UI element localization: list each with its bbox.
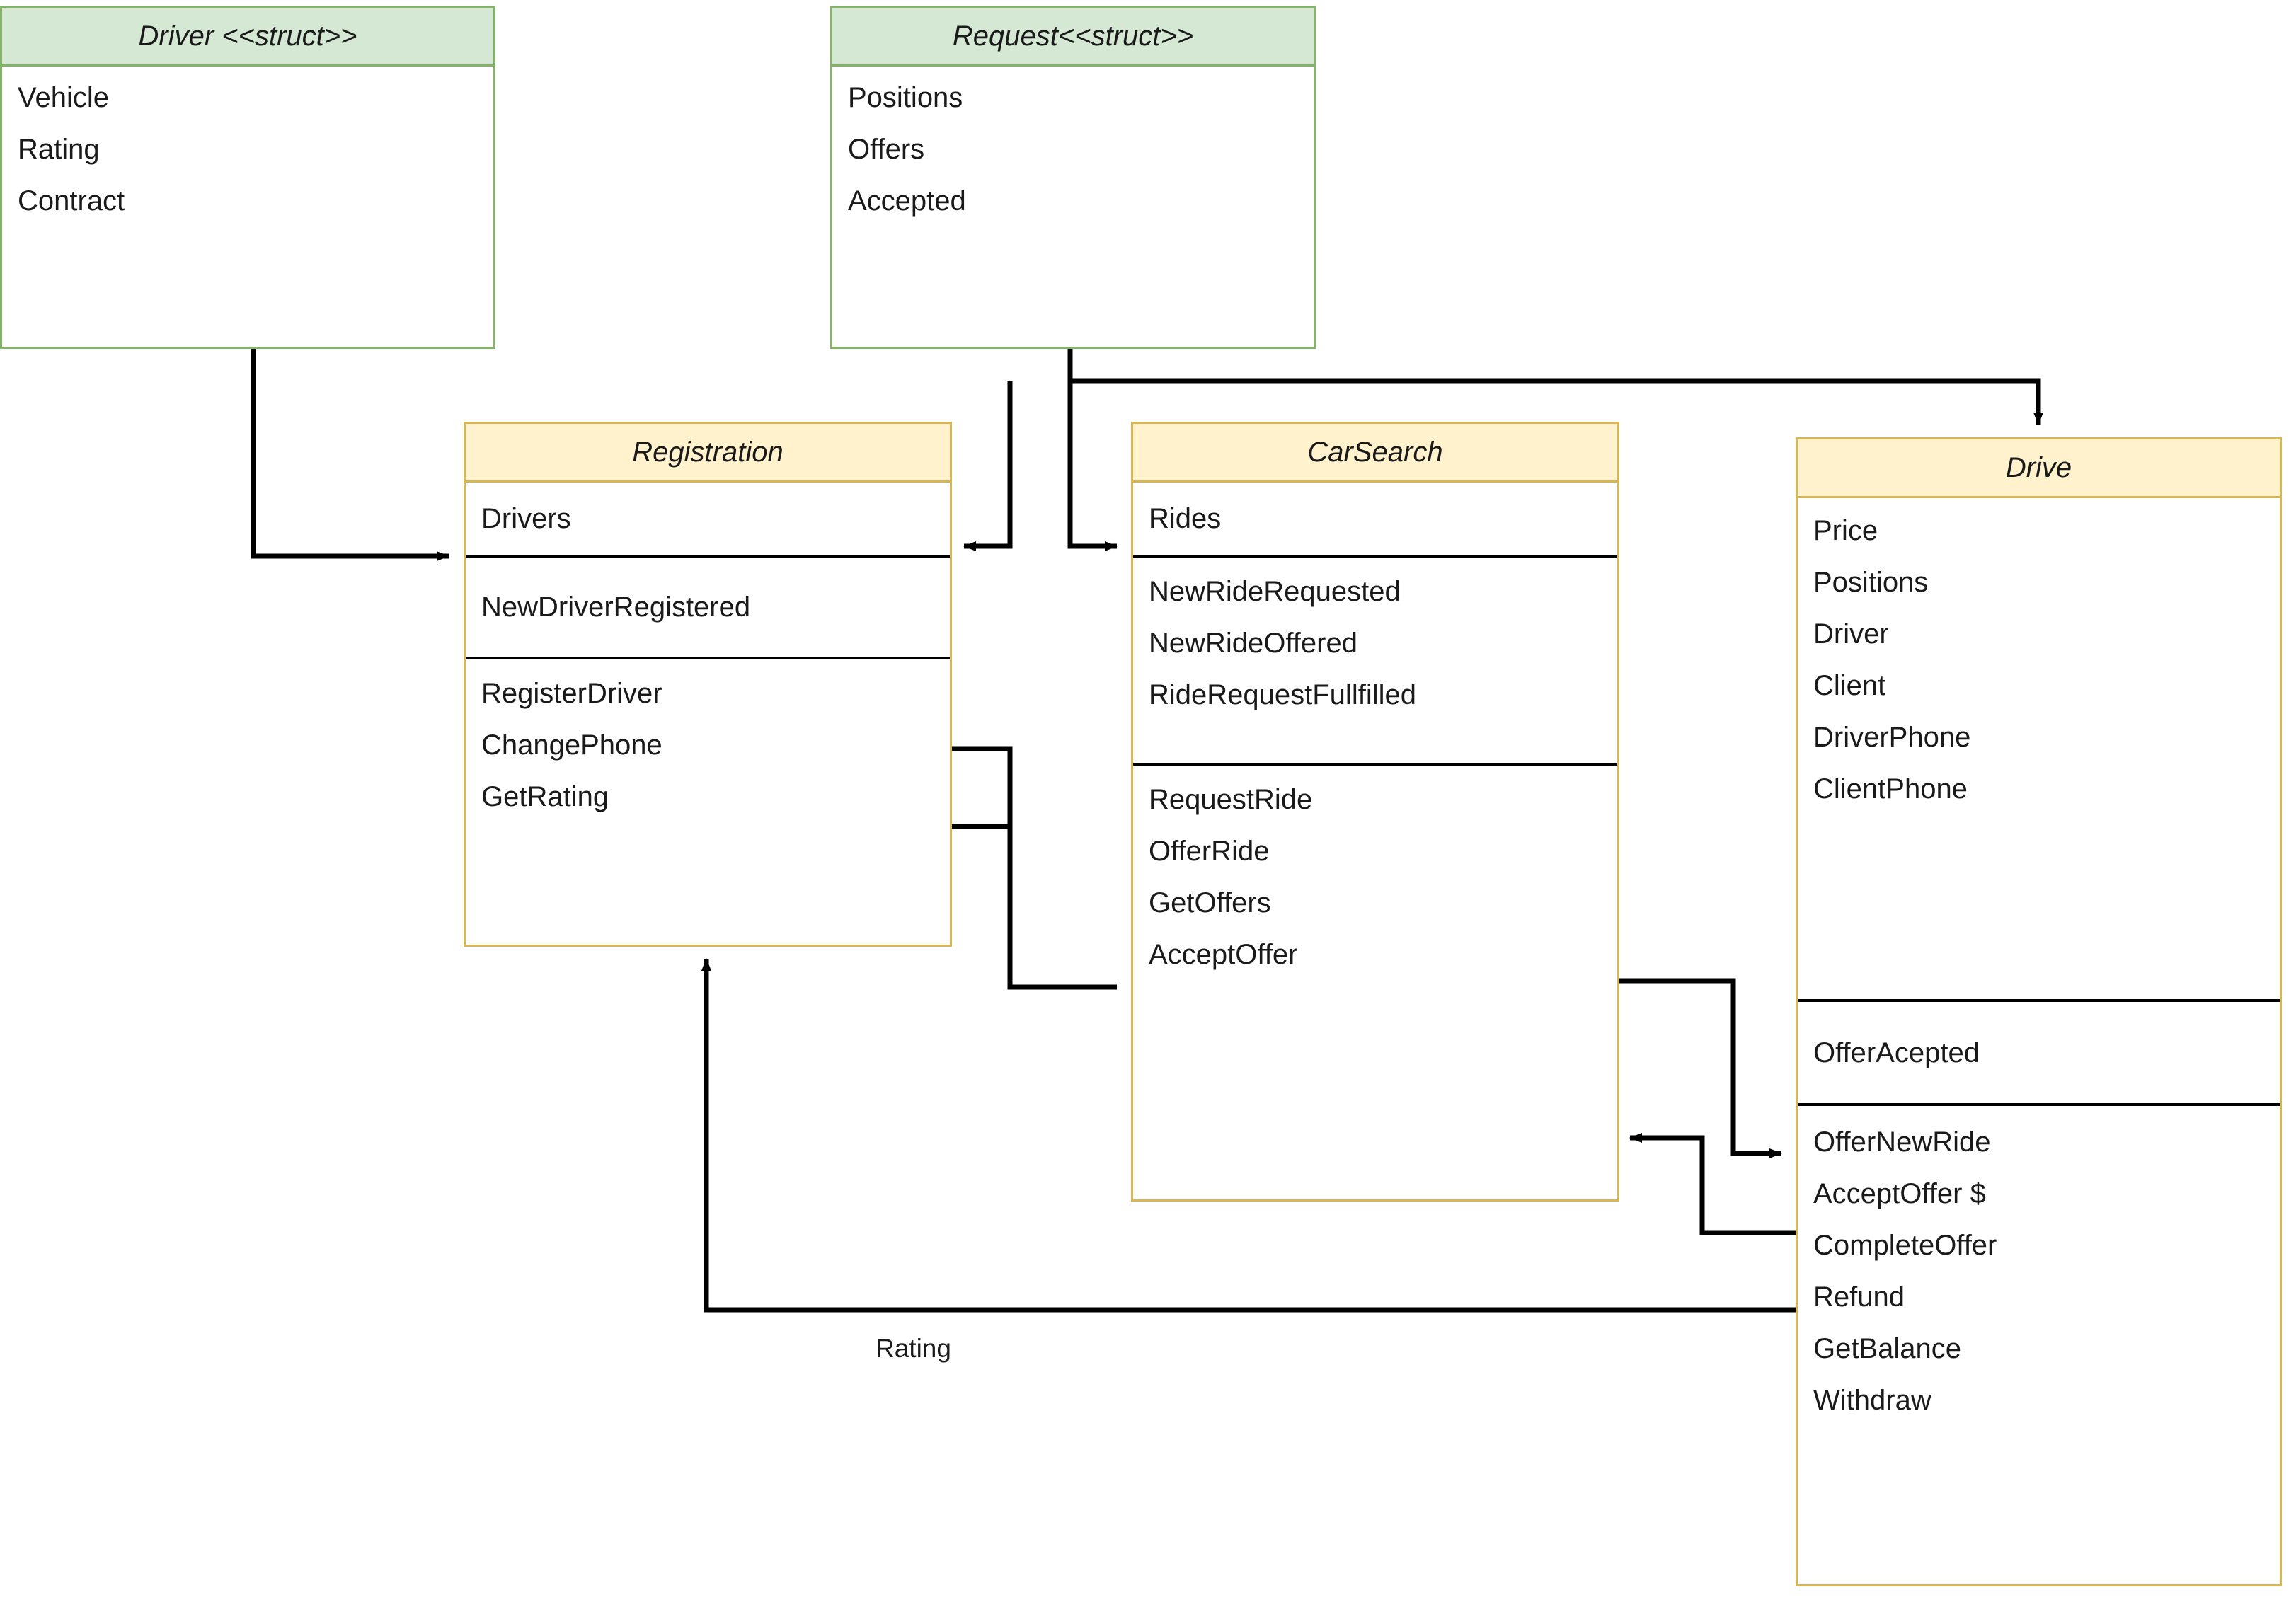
edge-label-rating: Rating [876,1334,951,1363]
box-registration[interactable]: Registration Drivers NewDriverRegistered… [464,422,952,947]
box-carsearch-events: NewRideRequested NewRideOffered RideRequ… [1133,555,1617,763]
member-registration-registerdriver[interactable]: RegisterDriver [481,678,662,709]
member-drive-completeoffer[interactable]: CompleteOffer [1813,1230,1997,1261]
box-drive[interactable]: Drive Price Positions Driver Client Driv… [1796,437,2282,1586]
member-drive-driverphone[interactable]: DriverPhone [1813,722,1971,753]
box-driver-title: Driver <<struct>> [2,8,493,67]
member-request-accepted[interactable]: Accepted [848,185,966,217]
box-driver-fields: Vehicle Rating Contract [2,67,493,347]
box-request-fields: Positions Offers Accepted [832,67,1314,347]
member-registration-getrating[interactable]: GetRating [481,781,609,812]
member-carsearch-acceptoffer[interactable]: AcceptOffer [1149,939,1298,970]
box-drive-events: OfferAcepted [1798,999,2280,1103]
member-registration-newdriverregistered[interactable]: NewDriverRegistered [481,592,751,623]
member-request-offers[interactable]: Offers [848,134,925,165]
member-carsearch-rides[interactable]: Rides [1149,503,1222,534]
member-driver-contract[interactable]: Contract [18,185,125,217]
box-drive-title: Drive [1798,439,2280,498]
box-request[interactable]: Request<<struct>> Positions Offers Accep… [830,6,1316,349]
edge-carsearch-to-registration-drivers [963,381,1013,551]
box-carsearch[interactable]: CarSearch Rides NewRideRequested NewRide… [1131,422,1619,1202]
member-drive-getbalance[interactable]: GetBalance [1813,1333,1962,1364]
member-request-positions[interactable]: Positions [848,82,963,113]
edge-drive-acceptoffer-to-carsearch-acceptoffer [1629,1133,1796,1235]
edge-registration-registerdriver-to-carsearch [950,746,1117,990]
member-carsearch-newriderequested[interactable]: NewRideRequested [1149,576,1401,607]
member-drive-driver[interactable]: Driver [1813,618,1889,650]
member-driver-vehicle[interactable]: Vehicle [18,82,109,113]
member-carsearch-offerride[interactable]: OfferRide [1149,836,1270,867]
edge-driver-to-registration [251,349,449,561]
box-registration-events: NewDriverRegistered [466,555,950,657]
edge-request-to-carsearch-rides [1067,381,1118,551]
member-driver-rating[interactable]: Rating [18,134,100,165]
member-registration-drivers[interactable]: Drivers [481,503,571,534]
edge-request-to-drive [1067,349,2043,425]
box-carsearch-methods: RequestRide OfferRide GetOffers AcceptOf… [1133,763,1617,1129]
box-registration-fields: Drivers [466,483,950,555]
member-drive-offernewride[interactable]: OfferNewRide [1813,1126,1991,1158]
box-drive-fields: Price Positions Driver Client DriverPhon… [1798,498,2280,999]
member-carsearch-riderequestfullfilled[interactable]: RideRequestFullfilled [1149,679,1416,710]
member-drive-withdraw[interactable]: Withdraw [1813,1385,1931,1416]
box-carsearch-fields: Rides [1133,483,1617,555]
member-drive-clientphone[interactable]: ClientPhone [1813,773,1968,805]
member-drive-offeracepted[interactable]: OfferAcepted [1813,1037,1980,1068]
member-drive-positions[interactable]: Positions [1813,567,1929,598]
member-drive-refund[interactable]: Refund [1813,1281,1905,1313]
box-request-title: Request<<struct>> [832,8,1314,67]
edge-carsearch-offerride-to-drive-offernewride [1616,978,1782,1158]
member-registration-changephone[interactable]: ChangePhone [481,730,662,761]
box-registration-title: Registration [466,424,950,483]
member-drive-client[interactable]: Client [1813,670,1886,701]
member-drive-price[interactable]: Price [1813,515,1878,546]
member-carsearch-requestride[interactable]: RequestRide [1149,784,1313,815]
box-drive-methods: OfferNewRide AcceptOffer $ CompleteOffer… [1798,1103,2280,1586]
member-carsearch-newrideoffered[interactable]: NewRideOffered [1149,628,1357,659]
member-carsearch-getoffers[interactable]: GetOffers [1149,887,1271,918]
box-registration-methods: RegisterDriver ChangePhone GetRating [466,657,950,945]
member-drive-acceptoffer[interactable]: AcceptOffer $ [1813,1178,1986,1209]
box-driver[interactable]: Driver <<struct>> Vehicle Rating Contrac… [0,6,495,349]
box-carsearch-title: CarSearch [1133,424,1617,483]
